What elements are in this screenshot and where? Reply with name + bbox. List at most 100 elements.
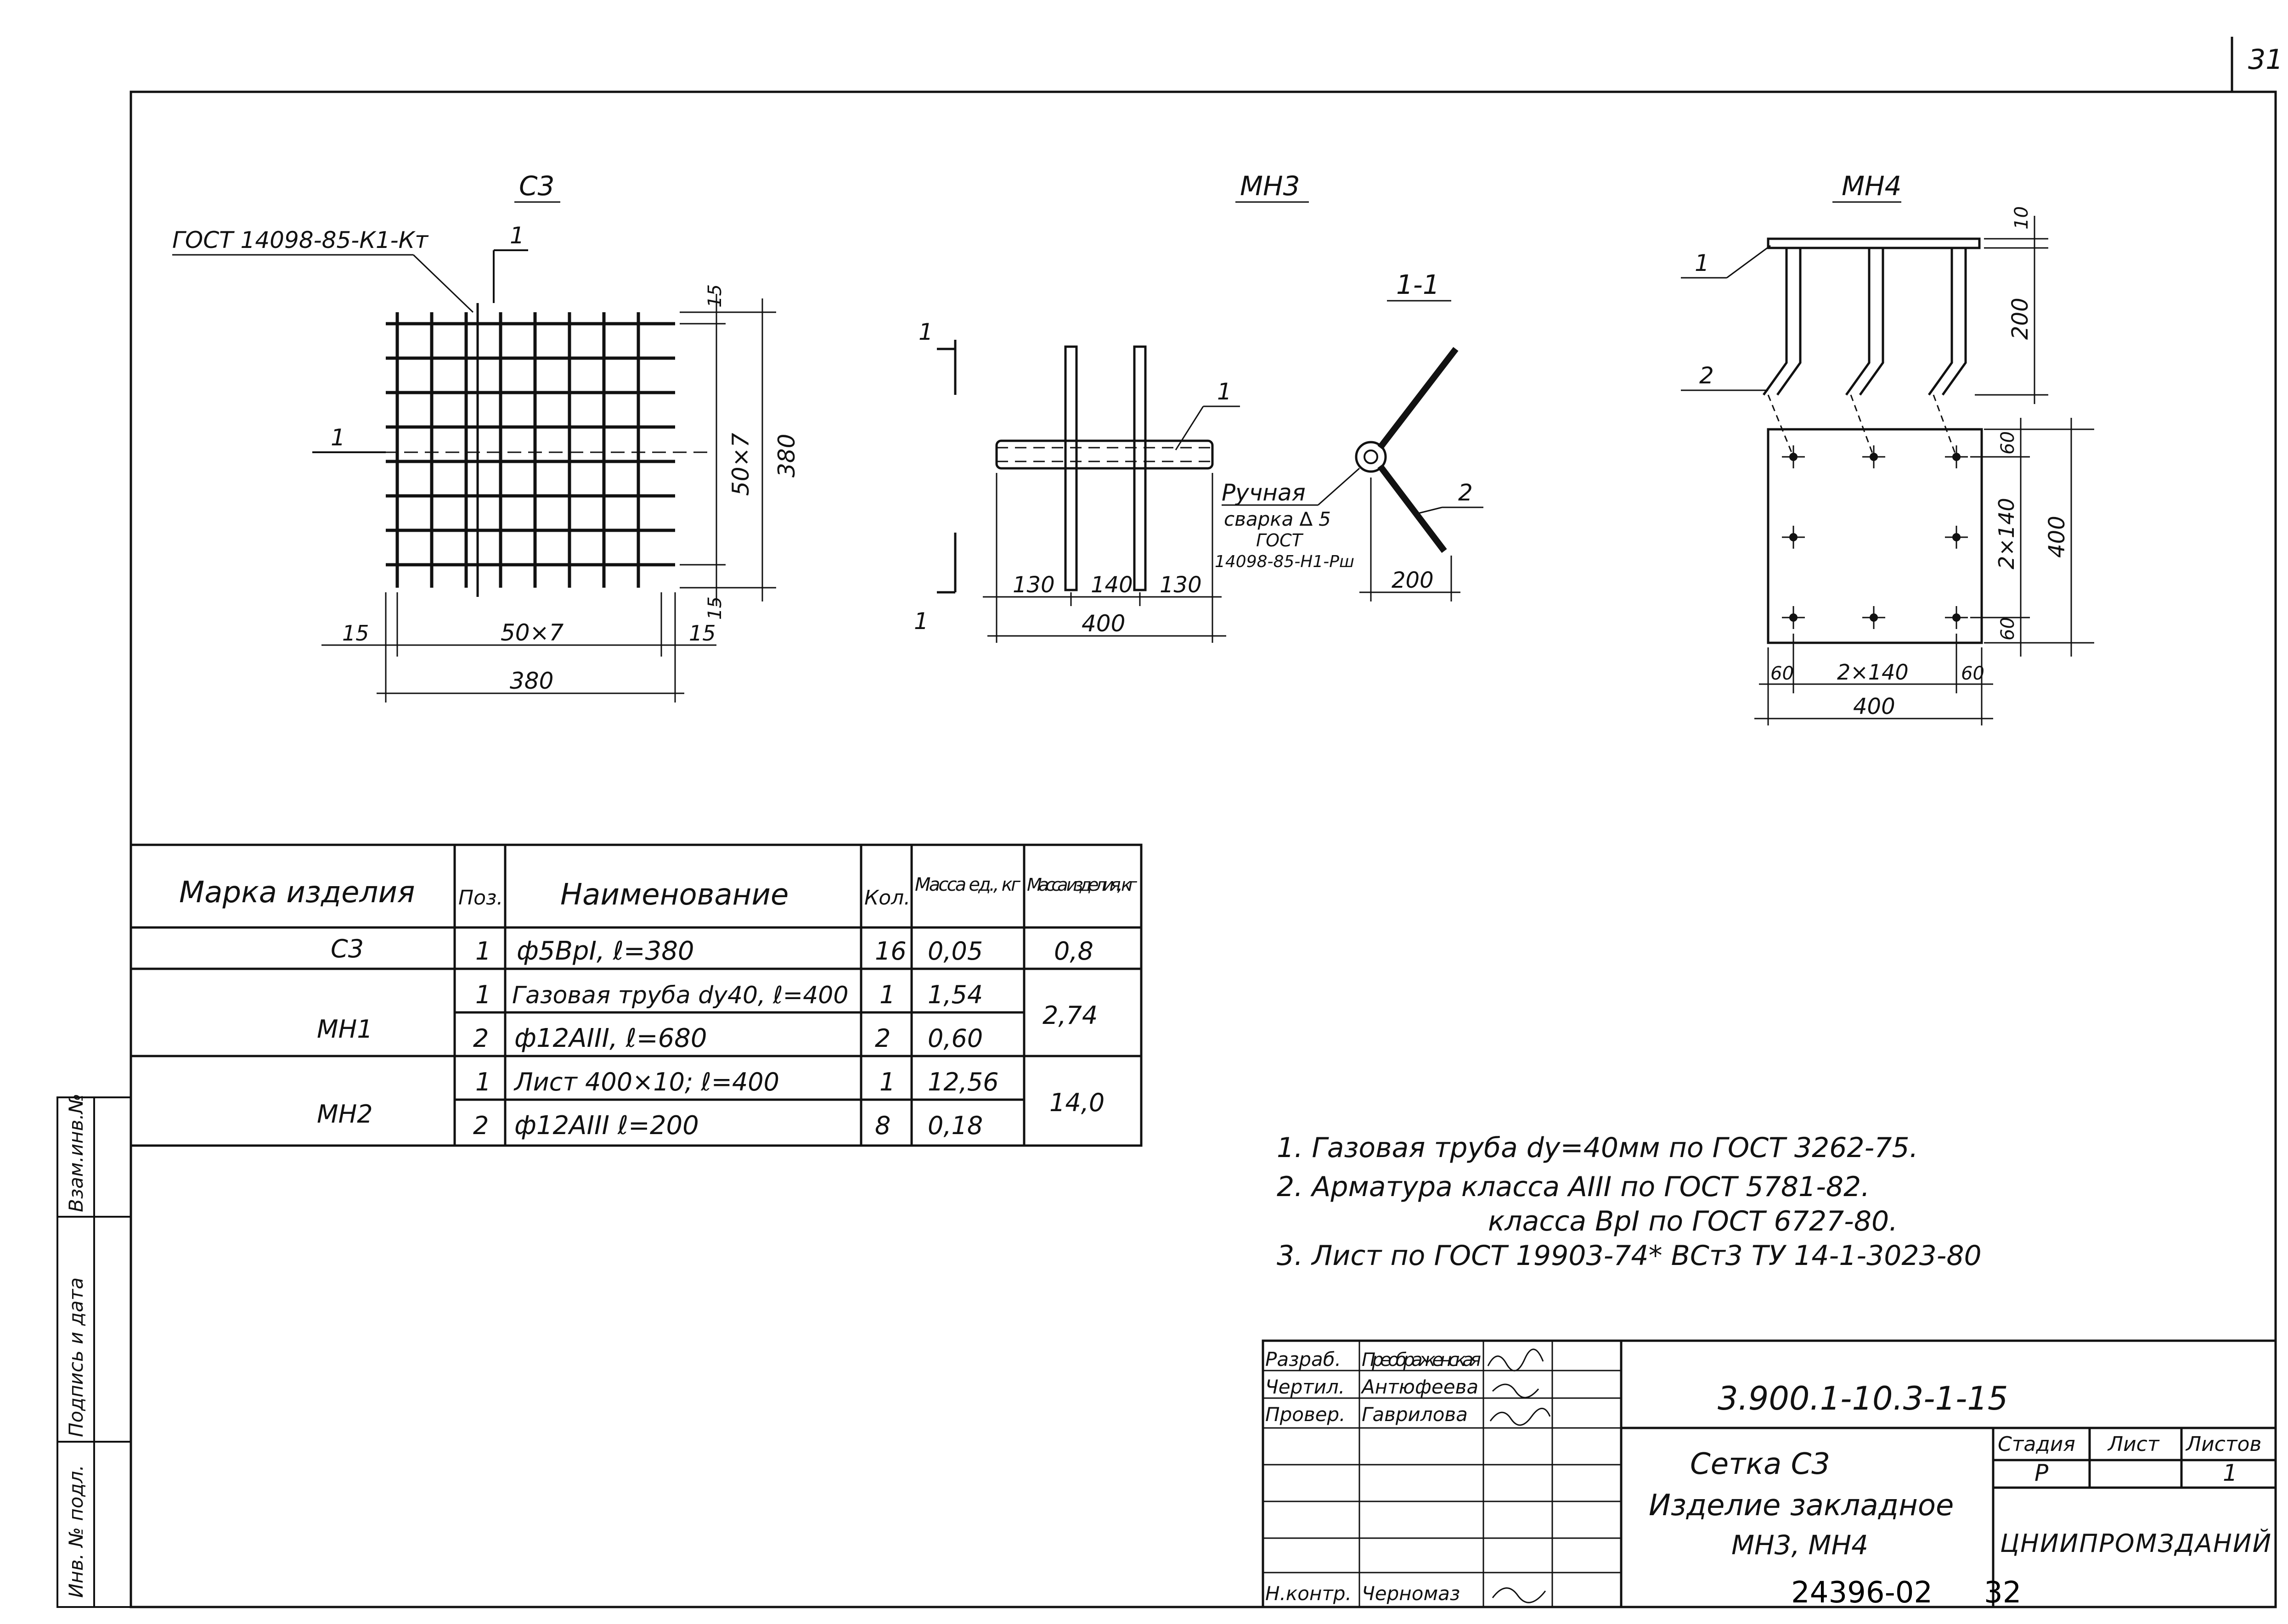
- sheets-label: Листов: [2185, 1433, 2261, 1456]
- mn4-dim-60-right: 60: [1961, 663, 1984, 684]
- title-line-2: Изделие закладное: [1649, 1489, 1954, 1523]
- row-mn2-mark: МН2: [317, 1100, 373, 1129]
- row-mn2-name-1: Лист 400×10; ℓ=400: [513, 1068, 779, 1096]
- mn3-dim-400: 400: [1082, 610, 1125, 637]
- org-name: ЦНИИПРОМЗДАНИЙ: [2000, 1529, 2271, 1558]
- c3-title: С3: [519, 170, 554, 202]
- left-strip: Инв. № подл. Подпись и дата Взам.инв.№: [56, 1094, 132, 1608]
- mn3-section-top: 1: [919, 319, 933, 345]
- sec11-weld-4: 14098-85-Н1-Рш: [1215, 552, 1354, 571]
- row-mn1-qty-1: 1: [879, 980, 895, 1009]
- row-mn2-mass-unit-1: 12,56: [928, 1068, 999, 1096]
- notes: 1. Газовая труба dу=40мм по ГОСТ 3262-75…: [1277, 1132, 1982, 1272]
- row-mn2-mass-item: 14,0: [1049, 1088, 1105, 1117]
- th-pos: Поз.: [458, 886, 503, 910]
- page-number: 31: [2248, 44, 2283, 76]
- mn4-dim-400-h: 400: [1853, 694, 1895, 719]
- mn3-title: МН3: [1240, 170, 1300, 202]
- sec11-weld-3: ГОСТ: [1256, 530, 1304, 551]
- row-mn2-name-2: ф12АIII ℓ=200: [514, 1111, 699, 1141]
- view-mn4: МН4 1 2 10 200: [1681, 170, 2094, 725]
- left-strip-inv: Инв. № подл.: [65, 1465, 87, 1598]
- role-2: Провер.: [1265, 1403, 1346, 1426]
- sec11-weld-2: сварка ∆ 5: [1224, 508, 1331, 530]
- stage-value: Р: [2034, 1460, 2049, 1486]
- bottom-number: 24396-02: [1791, 1576, 1933, 1610]
- c3-section-left: 1: [331, 424, 345, 451]
- th-qty: Кол.: [864, 886, 910, 910]
- mn3-pos-label: 1: [1217, 378, 1232, 405]
- row-mn1-name-1: Газовая труба dу40, ℓ=400: [512, 982, 848, 1009]
- mn4-dim-200: 200: [2007, 298, 2033, 340]
- mn3-dim-130-r: 130: [1160, 572, 1202, 598]
- row-mn1-qty-2: 2: [875, 1024, 890, 1053]
- mn4-dim-60-bot: 60: [1997, 617, 2018, 641]
- mn4-dim-400-v: 400: [2044, 516, 2070, 558]
- row-c3-pos: 1: [475, 937, 491, 966]
- mn3-section-bot: 1: [914, 608, 929, 635]
- mn4-pos-2: 2: [1699, 362, 1714, 389]
- doc-code: 3.900.1-10.3-1-15: [1718, 1380, 2008, 1417]
- note-2: 2. Арматура класса АIII по ГОСТ 5781-82.: [1277, 1171, 1870, 1203]
- note-1: 1. Газовая труба dу=40мм по ГОСТ 3262-75…: [1277, 1132, 1918, 1164]
- title-line-3: МН3, МН4: [1731, 1529, 1868, 1561]
- row-mn1-mass-item: 2,74: [1043, 1001, 1098, 1030]
- row-mn1-mark: МН1: [317, 1015, 373, 1044]
- note-2b: класса ВрI по ГОСТ 6727-80.: [1488, 1205, 1898, 1237]
- row-mn2-qty-1: 1: [879, 1068, 895, 1096]
- role-3: Н.контр.: [1265, 1582, 1352, 1605]
- mn4-dim-2x140-v: 2×140: [1994, 498, 2019, 569]
- mn4-title: МН4: [1842, 170, 1902, 202]
- c3-dim-50x7-v: 50×7: [727, 433, 754, 496]
- role-3-name: Черномаз: [1362, 1582, 1460, 1605]
- role-0: Разраб.: [1265, 1348, 1341, 1371]
- c3-dim-15-bot: 15: [704, 596, 726, 620]
- row-mn2-pos-1: 1: [475, 1068, 491, 1096]
- role-1-name: Антюфеева: [1360, 1376, 1478, 1398]
- note-3: 3. Лист по ГОСТ 19903-74* ВСт3 ТУ 14-1-3…: [1277, 1240, 1982, 1272]
- signatures: [1487, 1349, 1551, 1603]
- mn4-anchor-points: [1767, 394, 1968, 629]
- c3-dim-15-top: 15: [704, 284, 726, 308]
- role-0-name: Преображенская: [1362, 1349, 1481, 1371]
- sec11-title: 1-1: [1396, 269, 1440, 300]
- row-c3-qty: 16: [875, 937, 907, 966]
- mn4-dim-10: 10: [2011, 206, 2032, 230]
- mn4-pos-1: 1: [1695, 250, 1709, 276]
- row-mn1-pos-2: 2: [473, 1024, 489, 1053]
- c3-dim-50x7-h: 50×7: [501, 619, 564, 646]
- row-mn1-mass-unit-2: 0,60: [928, 1024, 983, 1053]
- stage-label: Стадия: [1998, 1433, 2075, 1456]
- left-strip-replace: Взам.инв.№: [65, 1094, 87, 1212]
- row-mn2-mass-unit-2: 0,18: [928, 1111, 983, 1140]
- c3-dim-15-right: 15: [689, 621, 716, 646]
- title-block: Разраб. Преображенская Чертил. Антюфеева…: [1262, 1339, 2277, 1608]
- role-1: Чертил.: [1265, 1376, 1345, 1398]
- th-mark: Марка изделия: [179, 876, 415, 910]
- th-mass-unit: Масса ед., кг: [915, 874, 1021, 895]
- row-c3-name: ф5ВрI, ℓ=380: [517, 936, 694, 966]
- view-mn3: МН3 1 1 1 130 140 130 400: [914, 170, 1309, 643]
- c3-mesh: [386, 312, 675, 588]
- view-c3: С3 ГОСТ 14098-85-К1-Кт 1: [172, 170, 800, 702]
- th-name: Наименование: [560, 878, 789, 912]
- row-mn2-pos-2: 2: [473, 1111, 489, 1140]
- mn4-dim-60-left: 60: [1770, 663, 1794, 684]
- row-c3-mass-unit: 0,05: [928, 937, 983, 966]
- spec-table: Марка изделия Поз. Наименование Кол. Мас…: [130, 843, 1143, 1147]
- role-2-name: Гаврилова: [1362, 1403, 1468, 1426]
- c3-dim-15-left: 15: [342, 621, 369, 646]
- row-c3-mass-item: 0,8: [1054, 937, 1093, 966]
- sheets-value: 1: [2223, 1460, 2237, 1486]
- view-section-1-1: 1-1 2 Ручная сварка ∆ 5 ГОСТ 14098-85-Н1…: [1215, 269, 1483, 601]
- row-mn2-qty-2: 8: [875, 1111, 890, 1140]
- title-line-1: Сетка С3: [1690, 1447, 1830, 1481]
- row-c3-mark: С3: [331, 934, 364, 963]
- left-strip-sign: Подпись и дата: [65, 1277, 87, 1437]
- sec11-dim-200: 200: [1392, 568, 1434, 593]
- mn3-dim-140: 140: [1091, 572, 1133, 598]
- mn4-dim-60-top: 60: [1997, 431, 2018, 455]
- sheet-label: Лист: [2107, 1433, 2160, 1456]
- frame: [130, 37, 2277, 1608]
